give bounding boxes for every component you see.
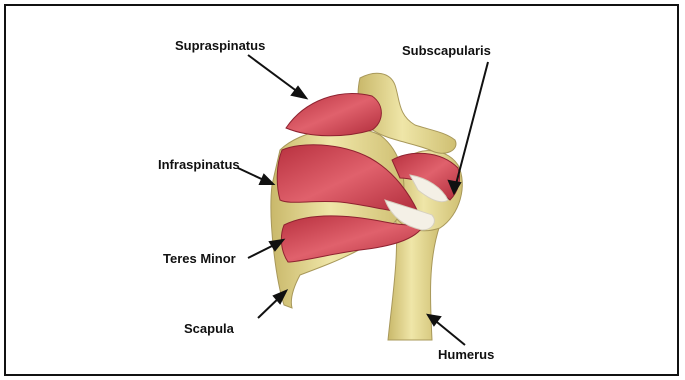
subscapularis-arrow [455,62,488,188]
label-teres-minor: Teres Minor [163,251,236,266]
label-infraspinatus: Infraspinatus [158,157,240,172]
label-supraspinatus: Supraspinatus [175,38,265,53]
supraspinatus-muscle [286,94,381,136]
supraspinatus-arrow [248,55,302,95]
arrowhead [260,175,273,184]
label-scapula: Scapula [184,321,234,336]
label-humerus: Humerus [438,347,494,362]
label-subscapularis: Subscapularis [402,43,491,58]
